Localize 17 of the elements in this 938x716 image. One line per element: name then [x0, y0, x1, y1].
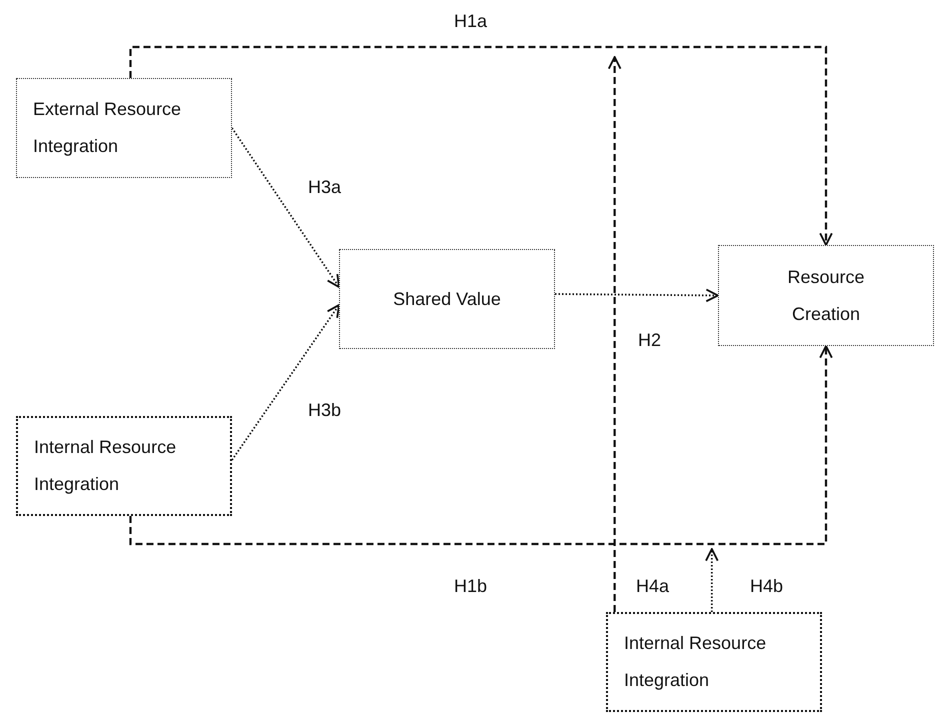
arrow: [608, 56, 622, 612]
node-label: Internal Resource Integration: [624, 632, 768, 692]
arrow: [231, 128, 340, 288]
process-box: [339, 249, 555, 349]
node-label: External Resource Integration: [33, 98, 182, 158]
process-box: [16, 416, 232, 516]
process-box: [606, 612, 822, 712]
node-label: Shared Value: [392, 288, 502, 310]
process-box: [718, 245, 934, 346]
arrow: [705, 548, 719, 612]
arrow: [129, 46, 833, 246]
process-box: [16, 78, 232, 178]
arrow: [555, 288, 719, 302]
node-label: Resource Creation: [786, 266, 866, 326]
arrow: [129, 345, 833, 546]
arrow: [231, 304, 340, 461]
node-label: Internal Resource Integration: [34, 436, 178, 496]
